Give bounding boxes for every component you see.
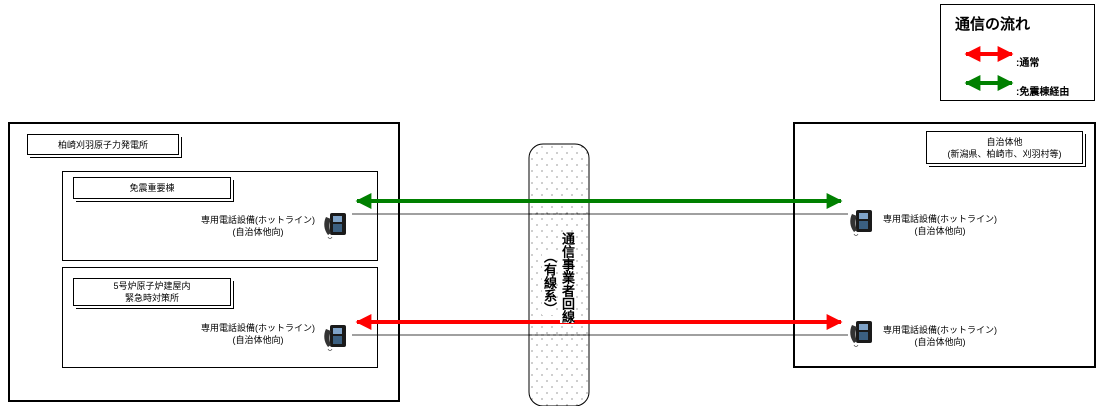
phone-icon: [323, 212, 347, 239]
phone-icon: [849, 320, 873, 347]
right-device-2-line1: 専用電話設備(ホットライン): [883, 325, 997, 335]
left-device-2: 専用電話設備(ホットライン) (自治体他向): [195, 322, 321, 346]
phone-icon: [323, 324, 347, 351]
carrier-label-sub: （有線系）: [542, 250, 557, 315]
right-device-2-line2: (自治体他向): [914, 337, 966, 347]
carrier-network: [528, 143, 590, 406]
left-device-2-line1: 専用電話設備(ホットライン): [201, 323, 315, 333]
left-device-2-line2: (自治体他向): [232, 335, 284, 345]
phone-icon: [849, 209, 873, 236]
right-site-title-line1: 自治体他: [986, 136, 1023, 147]
left-site-title: 柏崎刈羽原子力発電所: [27, 134, 179, 155]
right-device-1-line1: 専用電話設備(ホットライン): [883, 214, 997, 224]
legend-title: 通信の流れ: [955, 16, 1031, 33]
building-seismic-label: 免震重要棟: [73, 177, 231, 199]
legend-item-normal: :通常: [1016, 58, 1040, 69]
carrier-label: 通信事業者回線: [560, 232, 575, 323]
right-device-1-line2: (自治体他向): [914, 226, 966, 236]
building-unit5-label-line2: 緊急時対策所: [124, 293, 179, 303]
left-device-1: 専用電話設備(ホットライン) (自治体他向): [195, 214, 321, 238]
left-device-1-line1: 専用電話設備(ホットライン): [201, 215, 315, 225]
building-unit5-label: 5号炉原子炉建屋内 緊急時対策所: [73, 278, 231, 306]
legend-item-seismic: :免震棟経由: [1016, 87, 1070, 98]
right-device-2: 専用電話設備(ホットライン) (自治体他向): [877, 324, 1003, 348]
right-device-1: 専用電話設備(ホットライン) (自治体他向): [877, 213, 1003, 237]
right-site-title: 自治体他 (新潟県、柏崎市、刈羽村等): [926, 131, 1083, 164]
right-site-title-line2: (新潟県、柏崎市、刈羽村等): [947, 148, 1062, 159]
building-unit5-label-line1: 5号炉原子炉建屋内: [113, 281, 191, 291]
left-device-1-line2: (自治体他向): [232, 227, 284, 237]
